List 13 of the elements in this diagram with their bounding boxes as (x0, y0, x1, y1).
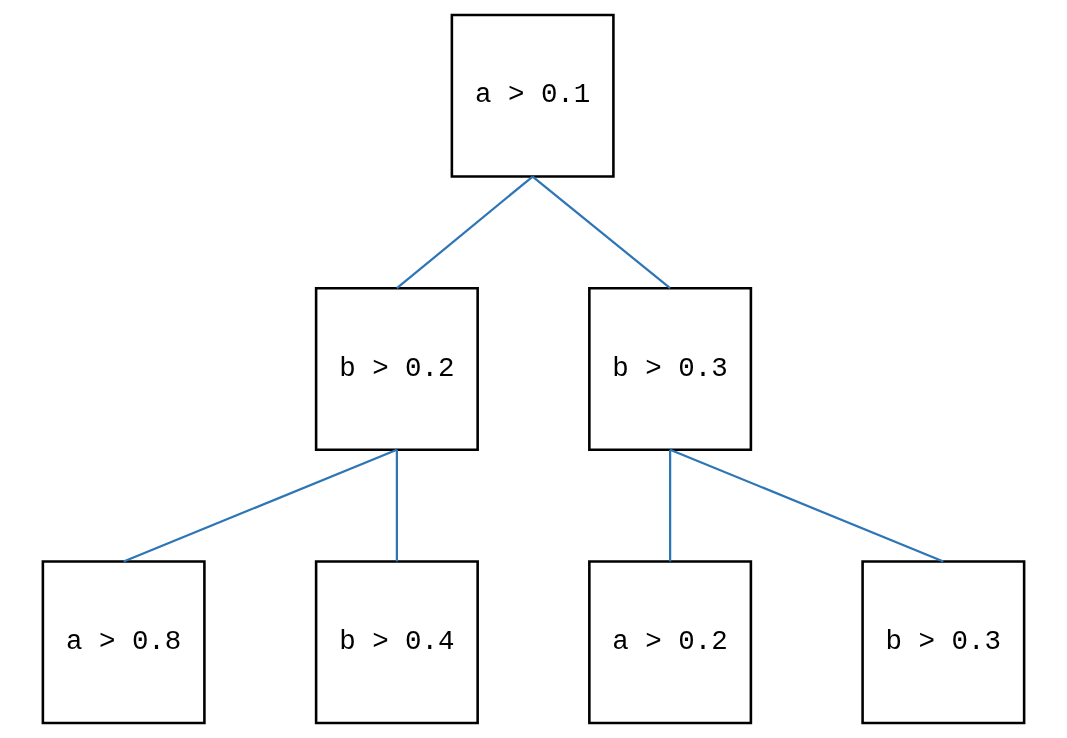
node-box: b > 0.3 (588, 286, 753, 452)
node-box: b > 0.2 (314, 286, 479, 452)
connector (123, 448, 398, 563)
node-box: b > 0.4 (314, 560, 479, 725)
node-box: a > 0.1 (450, 13, 615, 178)
connector (531, 175, 671, 290)
connector (669, 449, 672, 562)
connector (395, 449, 398, 562)
connector (669, 448, 944, 563)
connector (396, 175, 534, 290)
node-box: a > 0.8 (41, 560, 206, 725)
node-box: a > 0.2 (588, 560, 753, 725)
node-box: b > 0.3 (861, 560, 1026, 725)
